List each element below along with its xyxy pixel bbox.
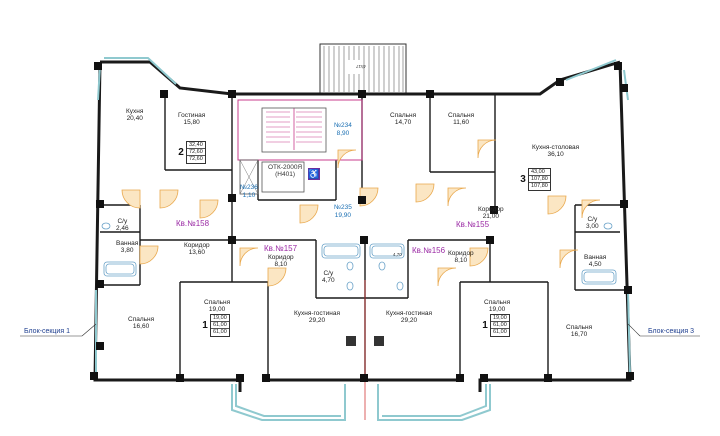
- room-count: 3: [520, 173, 526, 185]
- wc-extra-area: 4,70: [393, 252, 402, 257]
- room-count: 1: [482, 319, 488, 331]
- glazing: [95, 57, 631, 421]
- interior-walls: [100, 94, 625, 380]
- door-swings: [121, 139, 601, 287]
- lift-label: ОТК-2000Я(Н401): [268, 164, 303, 179]
- section-leaders: [20, 323, 700, 337]
- structural-columns: [90, 62, 634, 382]
- apartment-label-156: Кв.№156: [412, 246, 446, 255]
- room-count: 1: [202, 319, 208, 331]
- room-count: 2: [178, 146, 184, 158]
- ventilation-grilles: [346, 336, 384, 346]
- apartment-label-157: Кв.№157: [264, 244, 298, 253]
- section-label-left: Блок-секция 1: [24, 328, 70, 335]
- apartment-label-158: Кв.№158: [176, 219, 210, 228]
- wc-fixture-icon: [101, 222, 613, 291]
- balcony-tower: [319, 43, 407, 95]
- apartment-label-155: Кв.№155: [456, 220, 490, 229]
- wheelchair-icon: ♿: [308, 168, 320, 180]
- stair-core: [237, 99, 363, 195]
- bathtub-icon: [103, 243, 617, 285]
- section-label-right: Блок-секция 3: [648, 328, 694, 335]
- tower-label: 4h17: [356, 64, 367, 69]
